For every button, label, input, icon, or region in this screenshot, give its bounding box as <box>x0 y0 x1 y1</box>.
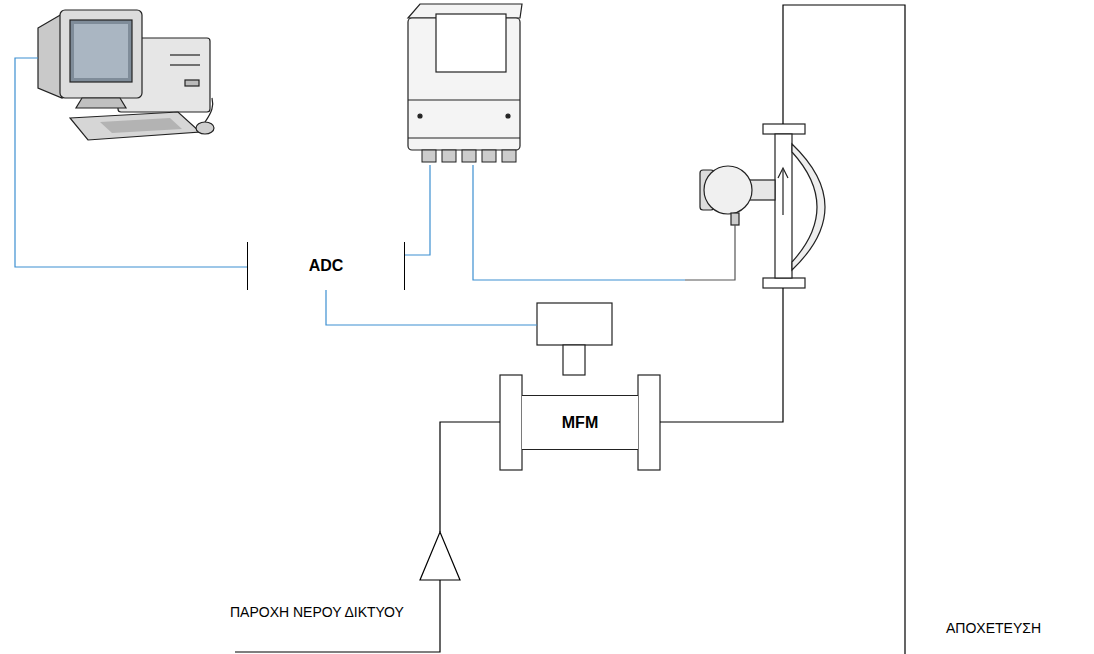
cable-gland <box>462 150 476 162</box>
cable-gland <box>422 150 516 162</box>
pipe-label: ΑΠΟΧΕΤΕΥΣΗ <box>946 620 1041 636</box>
coriolis-meter <box>700 124 825 288</box>
flow-transmitter <box>408 4 522 150</box>
magnetic-flowmeter <box>500 303 660 470</box>
pipe-label: ΠΑΡΟΧΗ ΝΕΡΟΥ ΔΙΚΤΥΟΥ <box>230 604 404 620</box>
cable-gland <box>422 150 436 162</box>
cable-gland <box>442 150 456 162</box>
converter-box: ADC <box>247 242 405 290</box>
signal-wire <box>326 290 537 325</box>
flowmeter-body: MFM <box>522 395 638 450</box>
computer-icon <box>38 10 214 140</box>
sensor-cable <box>685 225 735 280</box>
cable-gland <box>482 150 496 162</box>
cable-gland <box>502 150 516 162</box>
node-label: MFM <box>562 414 598 432</box>
node-label: ADC <box>309 257 344 275</box>
pipe-line <box>235 5 905 654</box>
